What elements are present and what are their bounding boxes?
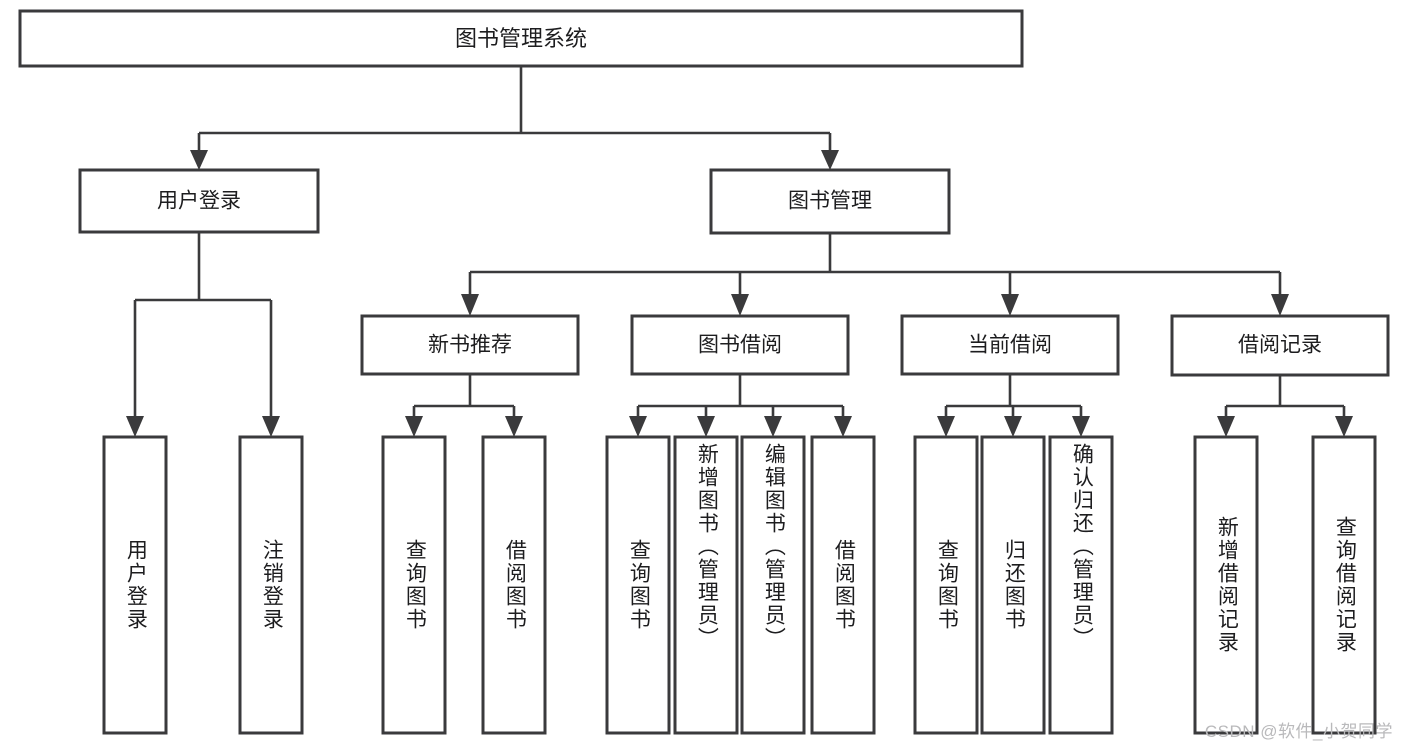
arrowhead-leaf-confirm-return: [1072, 416, 1090, 437]
arrowhead-book-borrow: [731, 294, 749, 316]
arrowhead-new-book-rec: [461, 294, 479, 316]
arrowhead-current-borrow: [1001, 294, 1019, 316]
arrowhead-leaf-user-login: [126, 416, 144, 437]
leaf-query-book-1-box[interactable]: [381, 435, 447, 735]
leaf-borrow-book-2-box[interactable]: [810, 435, 876, 735]
node-root[interactable]: 图书管理系统: [18, 9, 1024, 68]
leaf-box-layer: [102, 435, 1377, 735]
node-user-login-label: 用户登录: [157, 190, 241, 213]
csdn-watermark: CSDN @软件_小贺同学: [1204, 722, 1393, 741]
arrowhead-leaf-query-book-2: [629, 416, 647, 437]
arrowhead-leaf-borrow-book-1: [505, 416, 523, 437]
node-new-book-rec[interactable]: 新书推荐: [360, 314, 580, 376]
node-borrow-record-box[interactable]: [1170, 314, 1390, 377]
arrowhead-leaf-query-book-3: [937, 416, 955, 437]
arrowhead-book-manage: [821, 150, 839, 170]
node-current-borrow-box[interactable]: [900, 314, 1120, 376]
arrowhead-borrow-record: [1271, 294, 1289, 316]
leaf-query-book-2-box[interactable]: [605, 435, 671, 735]
leaf-add-record-box[interactable]: [1193, 435, 1259, 735]
arrowhead-leaf-borrow-book-2: [834, 416, 852, 437]
node-book-borrow[interactable]: 图书借阅: [630, 314, 850, 376]
node-root-label: 图书管理系统: [455, 26, 587, 51]
connector-layer: [126, 66, 1353, 437]
node-user-login[interactable]: 用户登录: [78, 168, 320, 234]
leaf-confirm-return-box[interactable]: [1048, 435, 1114, 735]
node-book-borrow-label: 图书借阅: [698, 334, 782, 357]
node-book-manage-label: 图书管理: [788, 190, 872, 213]
leaf-query-book-3-box[interactable]: [913, 435, 979, 735]
arrowhead-leaf-query-book-1: [405, 416, 423, 437]
node-new-book-rec-box[interactable]: [360, 314, 580, 376]
arrowhead-leaf-user-logout: [262, 416, 280, 437]
arrowhead-leaf-add-book: [697, 416, 715, 437]
arrowhead-leaf-return-book: [1004, 416, 1022, 437]
node-root-box[interactable]: [18, 9, 1024, 68]
arrowhead-leaf-query-record: [1335, 416, 1353, 437]
node-new-book-rec-label: 新书推荐: [428, 334, 512, 357]
arrowhead-leaf-add-record: [1217, 416, 1235, 437]
node-current-borrow[interactable]: 当前借阅: [900, 314, 1120, 376]
leaf-user-login-box[interactable]: [102, 435, 168, 735]
node-borrow-record-label: 借阅记录: [1238, 334, 1322, 357]
leaf-add-book-box[interactable]: [673, 435, 739, 735]
node-book-manage-box[interactable]: [709, 168, 951, 235]
node-current-borrow-label: 当前借阅: [968, 334, 1052, 357]
node-borrow-record[interactable]: 借阅记录: [1170, 314, 1390, 377]
node-book-manage[interactable]: 图书管理: [709, 168, 951, 235]
node-user-login-box[interactable]: [78, 168, 320, 234]
node-book-borrow-box[interactable]: [630, 314, 850, 376]
leaf-borrow-book-1-box[interactable]: [481, 435, 547, 735]
leaf-return-book-box[interactable]: [980, 435, 1046, 735]
leaf-user-logout-box[interactable]: [238, 435, 304, 735]
arrowhead-user-login: [190, 150, 208, 170]
arrowhead-leaf-edit-book: [764, 416, 782, 437]
leaf-query-record-box[interactable]: [1311, 435, 1377, 735]
leaf-edit-book-box[interactable]: [740, 435, 806, 735]
